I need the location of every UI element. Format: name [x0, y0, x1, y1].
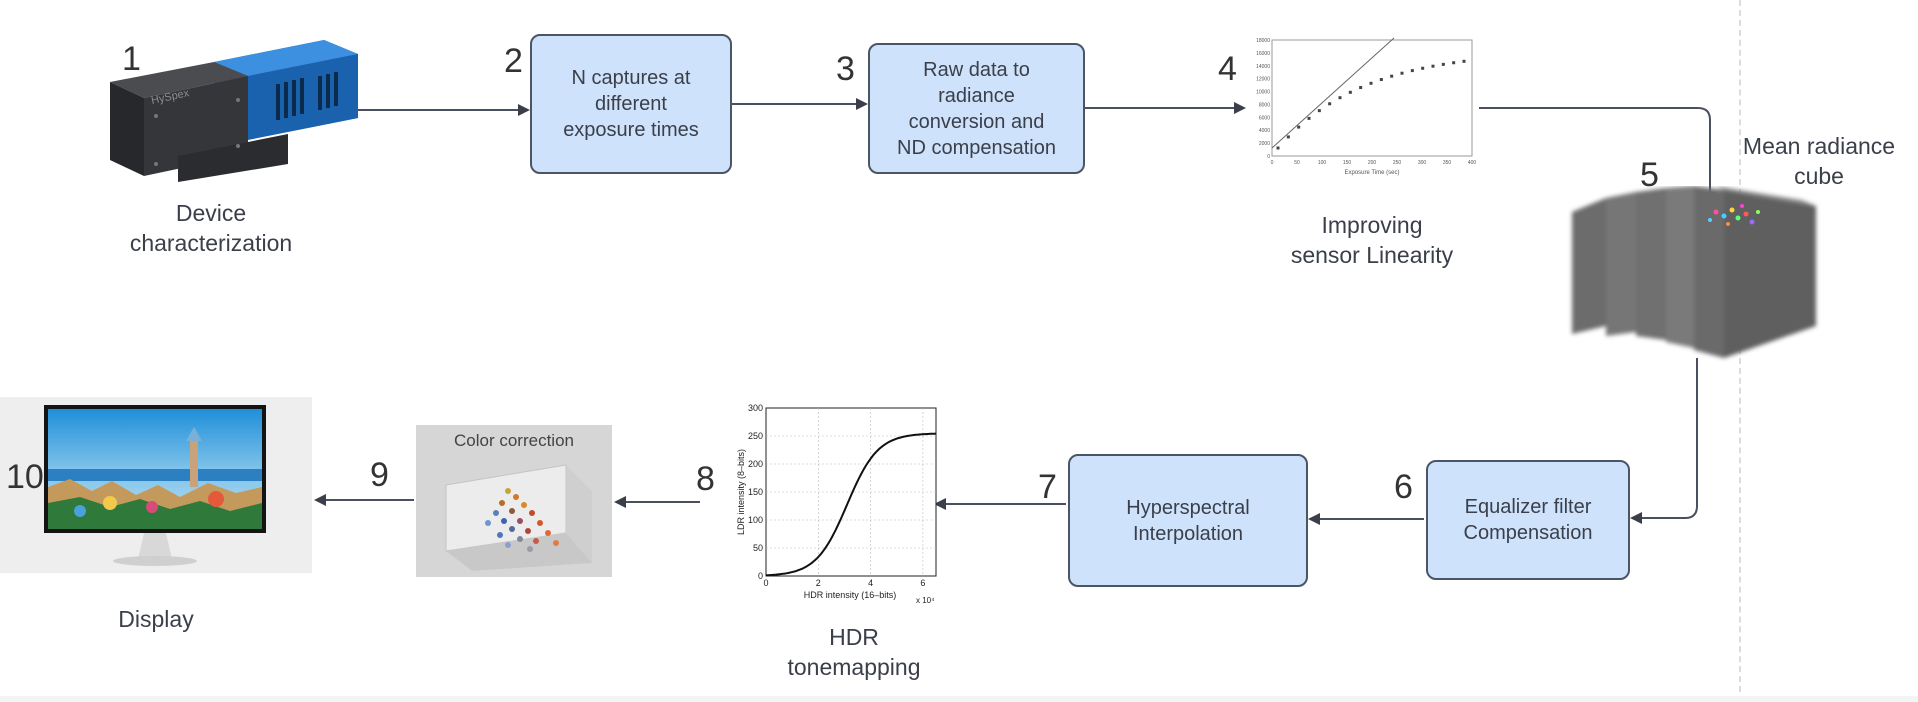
- linearity-point: [1441, 62, 1445, 66]
- linearity-point: [1297, 125, 1301, 129]
- step-number: 1: [122, 40, 141, 78]
- tonemap-xtick: 4: [868, 578, 873, 588]
- linearity-point: [1462, 59, 1466, 63]
- linearity-point: [1400, 71, 1404, 75]
- linearity-plot: 0200040006000800010000120001400016000180…: [1256, 37, 1477, 176]
- step-number: 9: [370, 456, 389, 494]
- linearity-point: [1307, 116, 1311, 120]
- linearity-point: [1317, 109, 1321, 113]
- step-number: 2: [504, 42, 523, 80]
- linearity-point: [1348, 90, 1352, 94]
- tonemap-xtick: 6: [920, 578, 925, 588]
- step-8-caption: HDR tonemapping: [787, 624, 921, 680]
- tonemap-ytick: 150: [748, 487, 763, 497]
- monitor-image: [44, 405, 266, 566]
- linearity-ytick: 16000: [1256, 51, 1270, 57]
- linearity-ytick: 0: [1267, 154, 1270, 160]
- tonemap-ytick: 50: [753, 543, 763, 553]
- linearity-ytick: 4000: [1259, 128, 1270, 134]
- linearity-xlabel: Exposure Time (sec): [1344, 170, 1399, 176]
- arrow-4-to-5: [1479, 107, 1716, 204]
- step-3-box: Raw data to radiance conversion and ND c…: [868, 43, 1085, 174]
- color-correction-title: Color correction: [454, 431, 574, 450]
- tonemap-xscale: x 10⁴: [916, 596, 935, 605]
- step-number: 10: [6, 458, 44, 496]
- step-7-box: Hyperspectral Interpolation: [1068, 454, 1308, 587]
- linearity-ytick: 2000: [1259, 141, 1270, 147]
- tonemap-ytick: 250: [748, 431, 763, 441]
- step-number: 6: [1394, 468, 1413, 506]
- step-10-caption: Display: [118, 606, 194, 632]
- step-number: 4: [1218, 50, 1237, 88]
- hyperspectral-camera-image: HySpex: [110, 40, 358, 182]
- linearity-xtick: 150: [1343, 160, 1352, 166]
- linearity-point: [1452, 61, 1456, 65]
- radiance-cube-image: [1572, 186, 1816, 358]
- step-number: 7: [1038, 468, 1057, 506]
- arrow-5-to-6: [1630, 358, 1698, 524]
- linearity-point: [1379, 78, 1383, 82]
- linearity-ytick: 18000: [1256, 38, 1270, 44]
- tonemap-ytick: 100: [748, 515, 763, 525]
- linearity-point: [1338, 96, 1342, 100]
- linearity-xtick: 400: [1468, 160, 1477, 166]
- display-panel: [0, 397, 312, 573]
- step-number: 3: [836, 50, 855, 88]
- step-2-box: N captures at different exposure times: [530, 34, 732, 174]
- linearity-point: [1410, 69, 1414, 73]
- linearity-ytick: 8000: [1259, 102, 1270, 108]
- linearity-xtick: 100: [1318, 160, 1327, 166]
- linearity-xtick: 200: [1368, 160, 1377, 166]
- tonemap-xtick: 0: [763, 578, 768, 588]
- linearity-xtick: 0: [1271, 160, 1274, 166]
- tonemap-ylabel: LDR intensity (8–bits): [736, 449, 746, 535]
- linearity-xtick: 300: [1418, 160, 1427, 166]
- tonemap-ytick: 300: [748, 403, 763, 413]
- tonemap-xtick: 2: [816, 578, 821, 588]
- linearity-ytick: 10000: [1256, 90, 1270, 96]
- linearity-ytick: 14000: [1256, 64, 1270, 70]
- linearity-ytick: 12000: [1256, 77, 1270, 83]
- step-6-box: Equalizer filter Compensation: [1426, 460, 1630, 580]
- step-number: 8: [696, 460, 715, 498]
- linearity-xtick: 350: [1443, 160, 1452, 166]
- tonemapping-plot: 0 50 100 150 200 250 300 0 2 4 6 HDR intensity (1…: [736, 403, 937, 605]
- linearity-point: [1390, 74, 1394, 78]
- linearity-point: [1286, 135, 1290, 139]
- step-1-caption: Device characterization: [129, 200, 293, 256]
- color-correction-panel: Color correction: [416, 425, 612, 577]
- linearity-point: [1328, 102, 1332, 106]
- linearity-point: [1276, 146, 1280, 150]
- linearity-point: [1369, 81, 1373, 85]
- bottom-band: [0, 696, 1918, 702]
- linearity-xtick: 250: [1393, 160, 1402, 166]
- tonemap-ytick: 0: [758, 571, 763, 581]
- linearity-ytick: 6000: [1259, 115, 1270, 121]
- tonemap-xlabel: HDR intensity (16–bits): [804, 590, 897, 600]
- step-4-caption: Improving sensor Linearity: [1290, 212, 1454, 268]
- step-5-caption: Mean radiance cube: [1742, 133, 1896, 189]
- step-number: 5: [1640, 156, 1659, 194]
- linearity-point: [1431, 64, 1435, 68]
- tonemap-ytick: 200: [748, 459, 763, 469]
- linearity-point: [1359, 86, 1363, 90]
- linearity-xtick: 50: [1294, 160, 1300, 166]
- color-scatter-cube-image: [445, 464, 592, 571]
- linearity-point: [1421, 66, 1425, 70]
